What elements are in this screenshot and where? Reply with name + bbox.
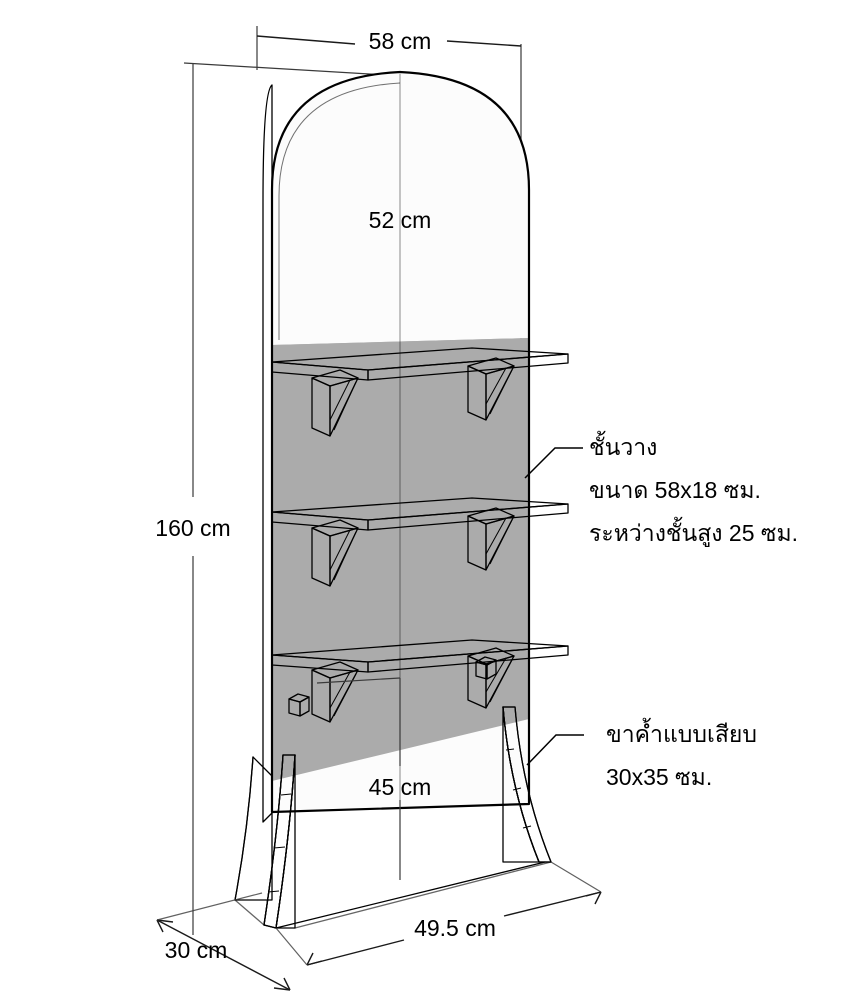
- shelf-middle-bracket-left: [311, 519, 359, 587]
- support-leg-left-curve-inner: [275, 754, 296, 929]
- floor-back-edge: [294, 861, 552, 929]
- dim-arrow-depth-end: [273, 977, 291, 991]
- dim-label-total-height: 160 cm: [155, 515, 230, 541]
- dim-line-basewidth-right-seg: [503, 891, 602, 917]
- back-panel-arch-inner-line: [278, 82, 401, 340]
- support-leg-right-curve: [502, 706, 540, 863]
- callout-leg-line-2: 30x35 ซม.: [606, 764, 712, 790]
- dimension-labels-group: 58 cm 52 cm 160 cm 45 cm 30 cm 49.5 cm: [155, 28, 496, 963]
- dim-arrow-basewidth-end: [585, 891, 602, 905]
- dim-line-width-right-seg: [446, 40, 522, 47]
- leg-socket-detail: [288, 693, 310, 717]
- ext-line-baseheight-top: [316, 677, 401, 684]
- shelf-top-bracket-left: [311, 369, 359, 437]
- ext-line-depth-a: [156, 892, 263, 921]
- dim-line-depth: [156, 919, 291, 991]
- dim-arrow-basewidth-start: [306, 952, 323, 966]
- callout-shelf-line-1: ชั้นวาง: [589, 431, 657, 460]
- dim-label-arch-height: 52 cm: [369, 207, 432, 233]
- dim-label-depth: 30 cm: [165, 937, 228, 963]
- dim-line-width-left-seg: [256, 35, 356, 45]
- callout-labels-group: ชั้นวาง ขนาด 58x18 ซม. ระหว่างชั้นสูง 25…: [589, 431, 798, 790]
- dim-line-basewidth-left-seg: [306, 939, 405, 966]
- support-leg-left-back-curve: [234, 756, 254, 901]
- back-panel-arch-fill: [272, 72, 529, 345]
- leg-socket-detail-right: [475, 656, 497, 680]
- back-panel-outline: [270, 70, 531, 814]
- dim-label-base-width: 49.5 cm: [414, 915, 496, 941]
- shelf-middle: [271, 497, 569, 587]
- floor-front-edge: [275, 861, 546, 929]
- floor-left-edge: [234, 899, 265, 926]
- leader-shelf-callout: [524, 447, 583, 479]
- dimension-arrows-group: [156, 677, 602, 991]
- shelf-bottom-board-side-edge: [367, 645, 569, 673]
- callout-leg-line-1: ขาค้ำแบบเสียบ: [606, 718, 757, 747]
- shelf-top-board-side-edge: [367, 353, 569, 381]
- shelf-bottom-bracket-right: [467, 647, 515, 709]
- shelf-middle-board-side-edge: [367, 503, 569, 531]
- callout-shelf-line-2: ขนาด 58x18 ซม.: [589, 477, 761, 503]
- ground-plane-lines: [234, 861, 552, 929]
- callout-leaders-group: [524, 447, 584, 766]
- support-leg-left-curve-outer: [263, 754, 284, 926]
- dim-label-base-height: 45 cm: [369, 774, 432, 800]
- ext-line-basewidth-left: [275, 927, 308, 966]
- shelf-bottom: [271, 639, 569, 723]
- ext-line-basewidth-right: [550, 861, 602, 893]
- dim-arrow-depth-start: [156, 919, 174, 933]
- leader-leg-callout: [526, 734, 584, 766]
- shelf-top-bracket-right: [467, 357, 515, 421]
- dim-label-width: 58 cm: [369, 28, 432, 54]
- shelf-top: [271, 347, 569, 437]
- callout-shelf-line-3: ระหว่างชั้นสูง 25 ซม.: [589, 517, 798, 547]
